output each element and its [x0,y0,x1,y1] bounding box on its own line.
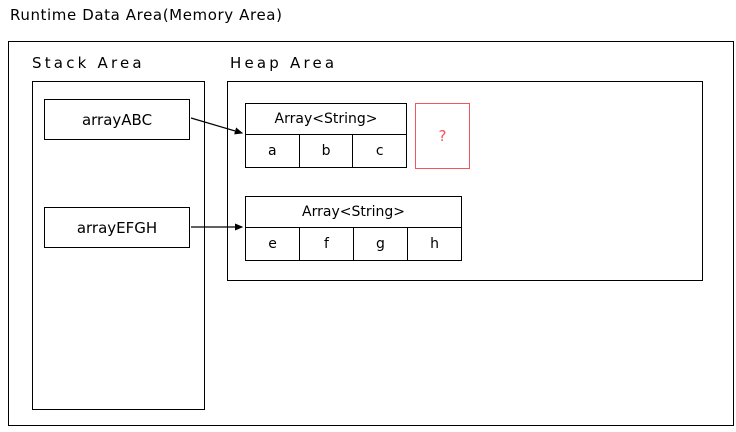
stack-variable-arrayefgh[interactable]: arrayEFGH [44,207,190,248]
array-cell[interactable]: f [299,228,353,260]
heap-object-cells: a b c [246,135,406,167]
question-mark-icon: ? [438,127,447,145]
array-cell[interactable]: b [298,135,353,167]
heap-object-cells: e f g h [246,228,461,260]
heap-area-label: Heap Area [230,54,338,72]
heap-object-array-abc[interactable]: Array<String> a b c [245,103,407,168]
runtime-data-area-frame [8,41,734,426]
array-cell[interactable]: g [353,228,407,260]
stack-variable-label: arrayABC [81,110,153,129]
array-cell[interactable]: a [268,143,277,159]
heap-object-type-label: Array<String> [246,197,461,228]
unknown-question-box[interactable]: ? [415,103,470,169]
stack-variable-label: arrayEFGH [76,218,158,237]
array-cell[interactable]: h [407,228,461,260]
stack-area-label: Stack Area [32,54,145,72]
stack-area-box [32,81,205,410]
array-cell[interactable]: e [268,236,277,252]
heap-object-type-label: Array<String> [246,104,406,135]
array-cell[interactable]: c [352,135,406,167]
heap-area-box [227,81,703,281]
page-title: Runtime Data Area(Memory Area) [10,6,283,24]
heap-object-array-efgh[interactable]: Array<String> e f g h [245,196,462,261]
stack-variable-arrayabc[interactable]: arrayABC [44,99,190,140]
